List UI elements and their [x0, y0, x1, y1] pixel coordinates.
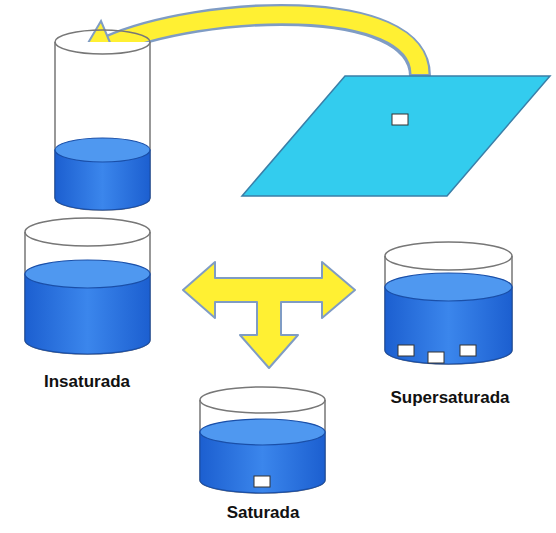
beaker	[200, 387, 325, 493]
solution-label: Saturada	[227, 503, 300, 523]
beaker	[55, 30, 150, 210]
solution-label: Supersaturada	[390, 388, 509, 408]
beaker	[25, 218, 150, 354]
t-arrow	[183, 262, 355, 368]
solution-label: Insaturada	[44, 372, 130, 392]
paper-sheet	[242, 76, 550, 196]
beaker	[385, 242, 512, 364]
